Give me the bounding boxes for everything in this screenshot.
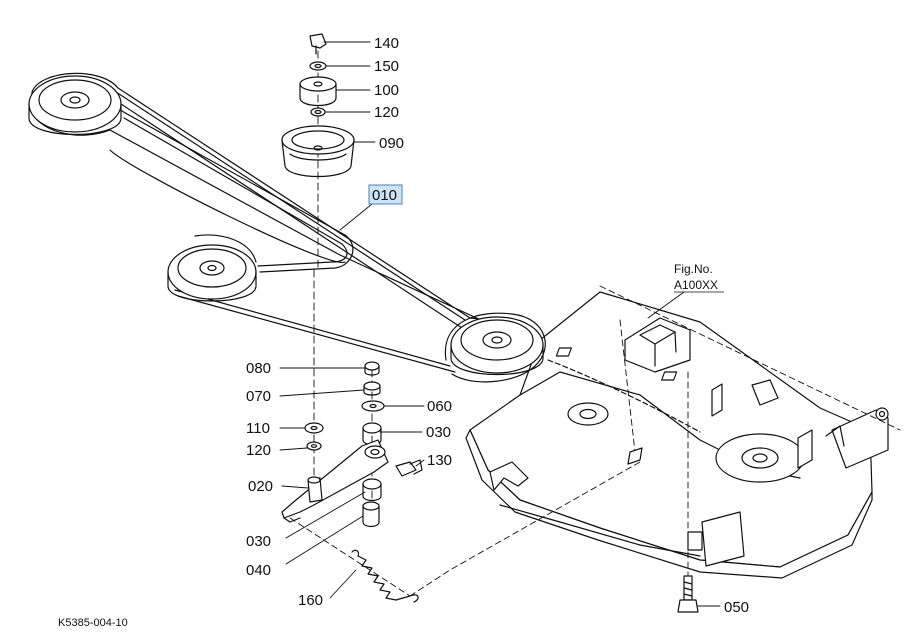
highlight-box-010	[368, 184, 403, 205]
svg-text:050: 050	[724, 599, 749, 616]
part-label-140[interactable]: 140	[374, 35, 399, 52]
part-label-160[interactable]: 160	[298, 592, 323, 609]
figure-ref-prefix: Fig.No.	[674, 262, 713, 276]
svg-text:030: 030	[426, 424, 451, 441]
svg-text:140: 140	[374, 35, 399, 52]
tension-spring	[351, 461, 641, 603]
part-label-090[interactable]: 090	[379, 135, 404, 152]
part-label-060[interactable]: 060	[427, 398, 452, 415]
figure-ref-number: A100XX	[674, 278, 718, 292]
part-label-120-top[interactable]: 120	[374, 104, 399, 121]
drive-belt	[28, 72, 546, 383]
svg-text:160: 160	[298, 592, 323, 609]
leader-lines	[279, 41, 721, 607]
svg-text:030: 030	[246, 533, 271, 550]
svg-text:020: 020	[248, 478, 273, 495]
part-label-100[interactable]: 100	[374, 82, 399, 99]
svg-text:060: 060	[427, 398, 452, 415]
mower-deck	[465, 285, 901, 579]
part-label-030-upper[interactable]: 030	[426, 424, 451, 441]
figure-ref-link[interactable]: A100XX	[674, 278, 724, 293]
part-label-020[interactable]: 020	[248, 478, 273, 495]
part-label-070[interactable]: 070	[246, 388, 271, 405]
svg-text:110: 110	[246, 420, 270, 437]
part-label-010[interactable]: 010	[372, 187, 397, 204]
svg-text:070: 070	[246, 388, 271, 405]
part-label-150[interactable]: 150	[374, 58, 399, 75]
part-label-040[interactable]: 040	[246, 562, 271, 579]
svg-text:120: 120	[374, 104, 399, 121]
part-label-030-lower[interactable]: 030	[246, 533, 271, 550]
part-labels: 140 150 100 120 090 010 080 070 060 110 …	[58, 35, 749, 629]
image-code: K5385-004-10	[58, 617, 128, 629]
svg-text:090: 090	[379, 135, 404, 152]
svg-text:120: 120	[246, 442, 271, 459]
tension-arm	[281, 269, 423, 597]
svg-text:010: 010	[372, 187, 397, 204]
part-label-120-lower[interactable]: 120	[246, 442, 271, 459]
svg-text:040: 040	[246, 562, 271, 579]
part-label-050[interactable]: 050	[724, 599, 749, 616]
part-label-110[interactable]: 110	[246, 420, 270, 437]
svg-text:100: 100	[374, 82, 399, 99]
deck-bolt	[677, 575, 699, 613]
svg-text:150: 150	[374, 58, 399, 75]
idler-stack	[281, 33, 355, 271]
part-label-130[interactable]: 130	[427, 452, 452, 469]
svg-text:080: 080	[246, 360, 271, 377]
part-label-080[interactable]: 080	[246, 360, 271, 377]
svg-text:130: 130	[427, 452, 452, 469]
